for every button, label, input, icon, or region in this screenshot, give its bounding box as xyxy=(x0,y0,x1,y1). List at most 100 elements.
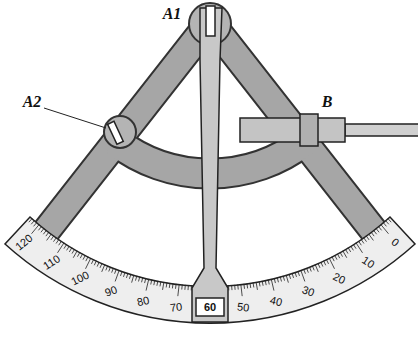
scale-tick xyxy=(315,265,318,272)
scale-tick xyxy=(268,280,269,285)
scale-tick xyxy=(38,226,41,230)
scale-tick xyxy=(146,279,149,291)
scale-tick xyxy=(47,234,52,240)
scale-tick xyxy=(156,281,158,286)
scale-tick xyxy=(120,271,122,276)
scale-tick xyxy=(364,238,367,242)
scale-tick xyxy=(321,262,323,267)
scale-tick xyxy=(231,285,232,290)
scale-tick xyxy=(348,248,351,252)
scale-tick xyxy=(126,273,128,278)
scale-tick xyxy=(353,244,356,248)
part-label: B xyxy=(322,94,333,110)
scale-tick xyxy=(318,263,320,268)
scale-tick xyxy=(243,284,245,289)
scale-tick xyxy=(289,274,290,279)
scale-tick xyxy=(237,285,239,290)
scale-tick xyxy=(369,234,374,240)
scale-tick xyxy=(181,285,183,290)
telescope-body xyxy=(240,118,345,142)
scale-tick xyxy=(343,251,347,258)
scale-tick xyxy=(301,270,305,281)
mirror-a1 xyxy=(206,6,215,36)
scale-tick xyxy=(388,218,391,222)
scale-tick xyxy=(246,283,248,288)
scale-tick xyxy=(151,280,152,285)
scale-tick xyxy=(102,265,105,272)
scale-tick xyxy=(304,269,306,274)
scale-tick xyxy=(59,241,62,245)
scale-tick xyxy=(361,239,364,243)
scale-tick xyxy=(129,274,130,279)
scale-tick xyxy=(58,243,65,253)
scale-tick xyxy=(139,277,140,282)
scale-tick xyxy=(277,277,278,282)
scale-number: 70 xyxy=(170,301,183,313)
scale-tick xyxy=(356,243,363,253)
scale-tick xyxy=(271,279,274,291)
scale-tick xyxy=(374,230,377,234)
scale-tick xyxy=(312,266,314,271)
scale-tick xyxy=(69,248,72,252)
scale-tick xyxy=(351,246,354,250)
scale-tick xyxy=(41,228,44,232)
scale-tick xyxy=(345,249,348,253)
telescope-ring xyxy=(300,114,318,146)
scale-tick xyxy=(326,259,328,264)
scale-tick xyxy=(86,257,88,261)
scale-tick xyxy=(32,225,40,234)
scale-tick xyxy=(332,257,334,261)
index-arm xyxy=(192,8,228,322)
part-label: A1 xyxy=(163,6,182,22)
scale-tick xyxy=(115,270,119,281)
scale-tick xyxy=(43,230,46,234)
scale-tick xyxy=(91,259,93,264)
scale-tick xyxy=(283,276,284,281)
scale-number: 50 xyxy=(237,301,250,313)
scale-tick xyxy=(256,282,257,290)
scale-tick xyxy=(115,269,117,274)
scale-tick xyxy=(163,282,164,290)
scale-tick xyxy=(83,255,85,259)
scale-tick xyxy=(34,223,37,227)
scale-tick xyxy=(72,249,75,253)
leader-line xyxy=(44,108,106,128)
scale-tick xyxy=(135,276,136,281)
scale-tick xyxy=(154,280,155,285)
mirror-mount xyxy=(104,116,136,148)
part-label: A2 xyxy=(23,94,42,110)
scale-tick xyxy=(309,267,311,272)
scale-tick xyxy=(295,272,297,277)
scale-tick xyxy=(298,271,300,276)
scale-tick xyxy=(253,283,255,288)
scale-tick xyxy=(100,263,102,268)
scale-tick xyxy=(329,258,334,269)
scale-tick xyxy=(132,275,134,283)
scale-tick xyxy=(46,232,49,236)
scale-tick xyxy=(112,268,114,273)
scale-tick xyxy=(56,239,59,243)
scale-tick xyxy=(80,254,82,258)
scale-tick xyxy=(386,221,389,225)
telescope-tube xyxy=(345,124,418,136)
scale-tick xyxy=(381,225,389,234)
mirror-a2 xyxy=(108,121,124,144)
scale-tick xyxy=(64,244,67,248)
scale-tick xyxy=(378,226,381,230)
scale-tick xyxy=(340,252,342,256)
scale-tick xyxy=(366,236,369,240)
scale-tick xyxy=(359,241,362,245)
scale-tick xyxy=(286,275,288,283)
scale-tick xyxy=(106,266,108,271)
scale-tick xyxy=(109,267,111,272)
left-arm-outline xyxy=(36,22,210,244)
scale-tick xyxy=(175,284,177,289)
scale-tick xyxy=(178,284,179,296)
scale-tick xyxy=(262,281,264,286)
scale-tick xyxy=(159,281,161,286)
scale-tick xyxy=(77,252,79,256)
scale-tick xyxy=(188,285,189,290)
scale-tick xyxy=(249,283,251,288)
scale-tick xyxy=(335,255,337,259)
scale-tick xyxy=(184,285,185,290)
